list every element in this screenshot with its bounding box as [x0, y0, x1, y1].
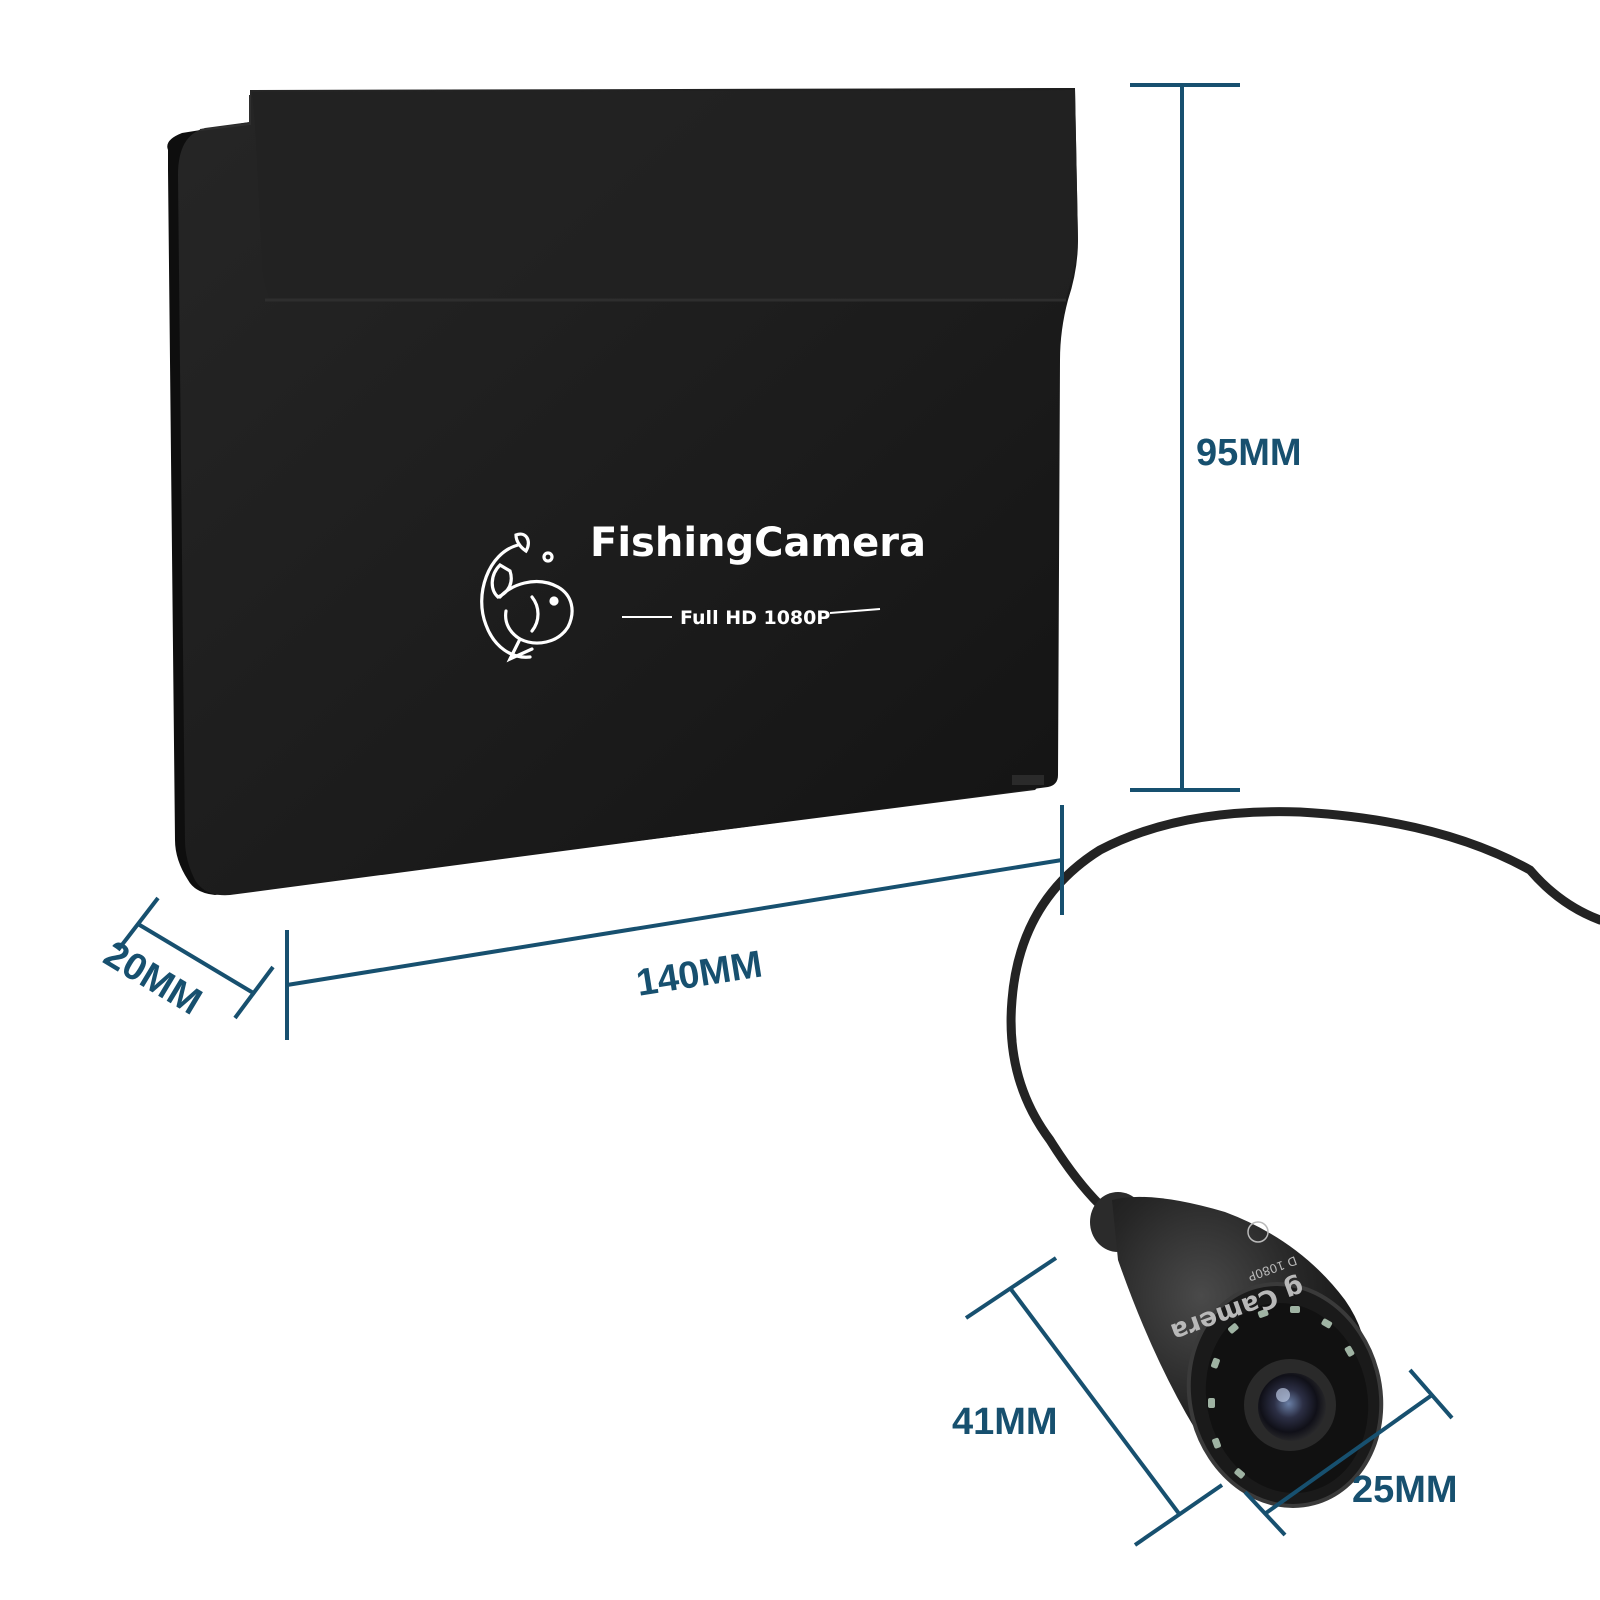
camera-length-dimension: [964, 1256, 1224, 1547]
brand-subtitle: Full HD 1080P: [680, 607, 830, 629]
width-label: 140MM: [634, 943, 766, 1004]
camera-diameter-label: 25MM: [1352, 1469, 1458, 1511]
camera-length-label: 41MM: [952, 1401, 1058, 1443]
depth-label: 20MM: [97, 933, 209, 1023]
width-dimension: [285, 805, 1064, 1040]
camera-diameter-dimension: [1243, 1368, 1454, 1537]
height-dimension: [1130, 83, 1240, 792]
fish-logo-icon: [480, 532, 574, 663]
brand-title: FishingCamera: [590, 520, 926, 566]
height-label: 95MM: [1196, 432, 1302, 474]
dimension-lines: [116, 83, 1454, 1547]
depth-dimension: [116, 896, 275, 1020]
camera-led-ring: [1208, 1306, 1355, 1479]
monitor-unit: FishingCamera Full HD 1080P: [167, 88, 1078, 896]
underwater-camera: g Camera D 1080P: [1090, 1192, 1384, 1508]
monitor-top-step: [252, 90, 1078, 298]
camera-cable: [1006, 807, 1600, 1210]
